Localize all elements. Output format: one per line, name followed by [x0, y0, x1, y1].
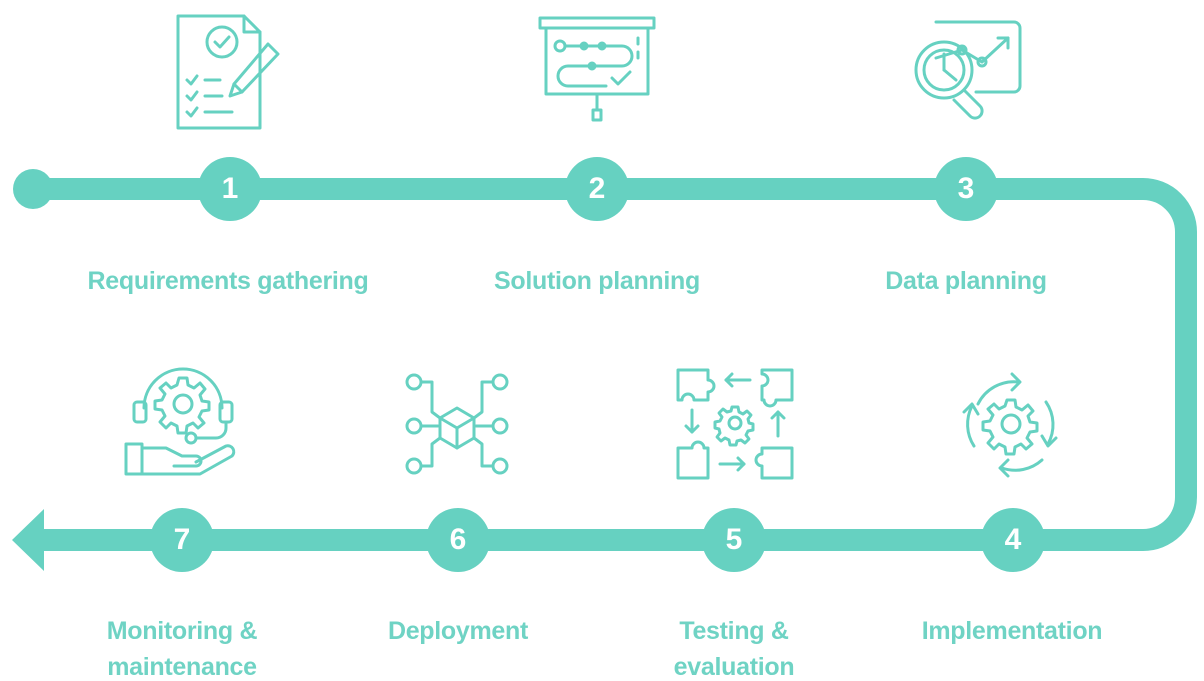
- step-5-number: 5: [702, 508, 766, 572]
- step-3-number: 3: [934, 157, 998, 221]
- puzzle-gear-icon: [676, 368, 794, 480]
- step-7-label: Monitoring & maintenance: [106, 617, 258, 681]
- step-7-number: 7: [150, 508, 214, 572]
- checklist-pencil-icon: [176, 14, 280, 130]
- step-6-label: Deployment: [387, 617, 529, 645]
- step-6-number: 6: [426, 508, 490, 572]
- step-4-number: 4: [981, 508, 1045, 572]
- step-4-label: Implementation: [921, 617, 1103, 645]
- step-2-label: Solution planning: [494, 267, 700, 295]
- step-1-label: Requirements gathering: [87, 267, 369, 295]
- step-1-number: 1: [198, 157, 262, 221]
- cube-network-icon: [405, 373, 509, 475]
- step-5-label: Testing & evaluation: [673, 617, 795, 681]
- analytics-magnifier-icon: [914, 20, 1022, 120]
- gear-cycle-icon: [962, 372, 1058, 478]
- step-3-label: Data planning: [885, 267, 1047, 295]
- track-arrow-head: [12, 509, 44, 571]
- track-line: [33, 178, 1197, 551]
- presentation-board-icon: [538, 16, 656, 122]
- step-2-number: 2: [565, 157, 629, 221]
- support-hand-gear-icon: [124, 367, 236, 476]
